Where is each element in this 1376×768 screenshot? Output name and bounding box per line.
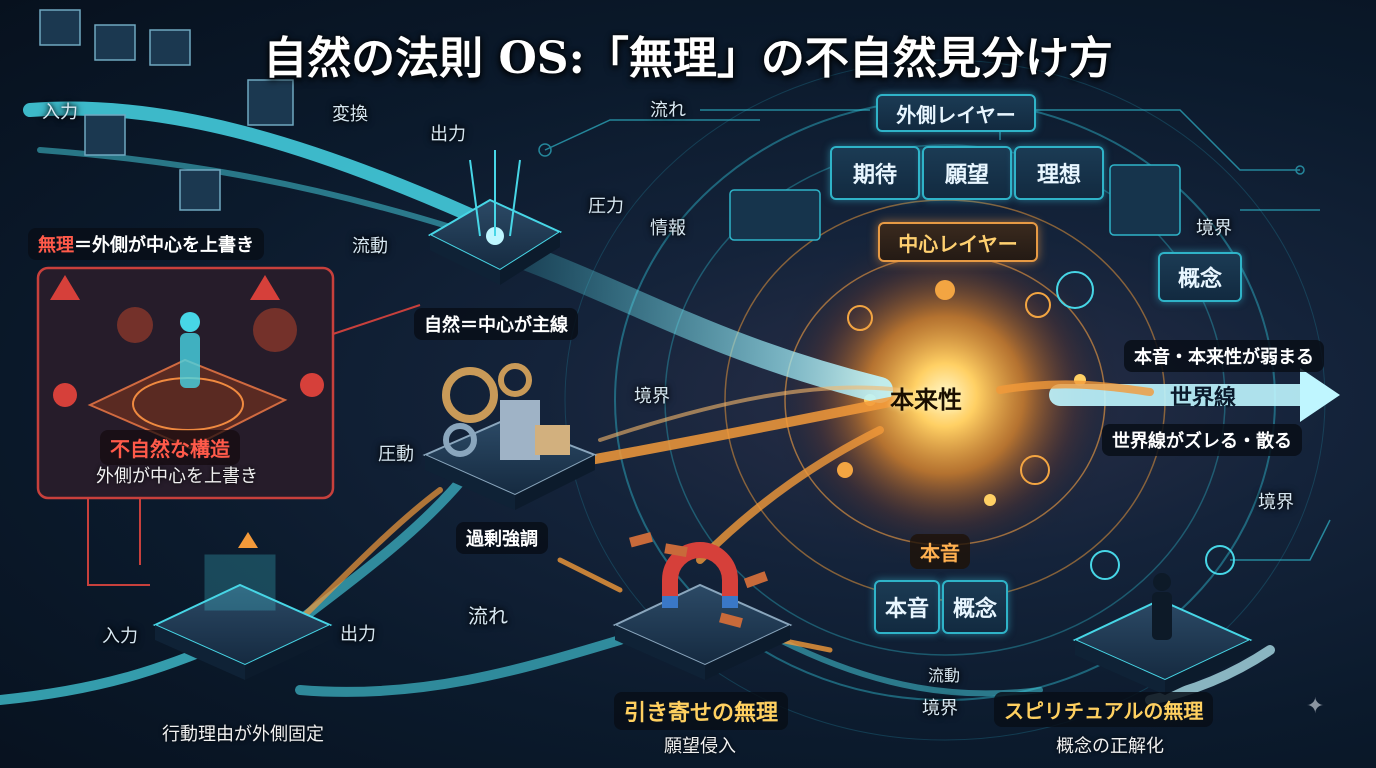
concept-box-bottom: 概念 — [942, 580, 1008, 634]
desire-box: 願望 — [922, 146, 1012, 200]
true-nature-label: 本来性 — [890, 386, 962, 414]
gears-platform — [422, 363, 598, 510]
ideal-box: 理想 — [1014, 146, 1104, 200]
muri-word: 無理 — [38, 235, 74, 256]
page-title: 自然の法則 OS:「無理」の不自然見分け方 — [263, 33, 1113, 84]
core-glow — [770, 220, 1120, 570]
label-transform: 変換 — [332, 104, 368, 125]
sparkle-icon: ✦ — [1306, 694, 1325, 719]
concept-box-right: 概念 — [1158, 252, 1242, 302]
unnatural-sub: 外側が中心を上書き — [96, 466, 258, 487]
action-platform — [152, 532, 333, 680]
action-reason-caption: 行動理由が外側固定 — [162, 724, 324, 745]
label-output-top: 出力 — [430, 124, 466, 145]
red-connectors — [87, 304, 421, 586]
label-flow-mid: 流れ — [468, 604, 508, 628]
processor-platform-top — [427, 150, 563, 285]
flow-arrows-cyan — [0, 101, 1331, 705]
worldline-arrowhead — [1300, 368, 1340, 422]
muri-definition: 無理＝外側が中心を上書き — [28, 228, 264, 260]
expect-box: 期待 — [830, 146, 920, 200]
spiritual-title: スピリチュアルの無理 — [994, 692, 1214, 727]
spiritual-sub: 概念の正解化 — [1056, 736, 1164, 757]
spiritual-platform — [1072, 545, 1253, 695]
magnet-platform — [612, 542, 793, 680]
label-pressure: 圧力 — [588, 196, 624, 217]
input-documents — [39, 9, 294, 211]
center-layer-label: 中心レイヤー — [878, 222, 1038, 262]
attract-sub: 願望侵入 — [664, 736, 736, 757]
shifts-caption: 世界線がズレる・散る — [1102, 424, 1302, 456]
label-boundary-right: 境界 — [1196, 218, 1232, 239]
label-flow-move: 流動 — [352, 236, 388, 257]
label-boundary-bottom: 境界 — [922, 698, 958, 719]
muri-definition-rest: ＝外側が中心を上書き — [74, 235, 254, 256]
unnatural-title: 不自然な構造 — [100, 430, 240, 465]
flow-arrows-orange — [297, 380, 1154, 653]
label-input-top: 入力 — [42, 102, 78, 123]
label-input-bottom: 入力 — [102, 626, 138, 647]
circuit-lines — [538, 95, 1331, 561]
natural-caption: 自然＝中心が主線 — [414, 308, 578, 340]
label-boundary-mid: 境界 — [634, 386, 670, 407]
attract-title: 引き寄せの無理 — [614, 692, 789, 730]
floating-notes — [629, 532, 768, 628]
weakens-caption: 本音・本来性が弱まる — [1124, 340, 1324, 372]
label-info: 情報 — [650, 218, 686, 239]
outer-layer-cards — [729, 164, 1181, 241]
label-flow-top: 流れ — [650, 100, 686, 121]
honne-label: 本音 — [910, 534, 970, 569]
label-flow-move-bottom: 流動 — [928, 666, 961, 685]
outer-layer-label: 外側レイヤー — [876, 94, 1036, 132]
label-pressure-move: 圧動 — [378, 444, 414, 465]
honne-box: 本音 — [874, 580, 940, 634]
label-output-bottom: 出力 — [340, 624, 376, 645]
overemphasis-caption: 過剰強調 — [456, 522, 548, 554]
worldline-label: 世界線 — [1170, 386, 1237, 411]
label-boundary-right2: 境界 — [1258, 492, 1294, 513]
